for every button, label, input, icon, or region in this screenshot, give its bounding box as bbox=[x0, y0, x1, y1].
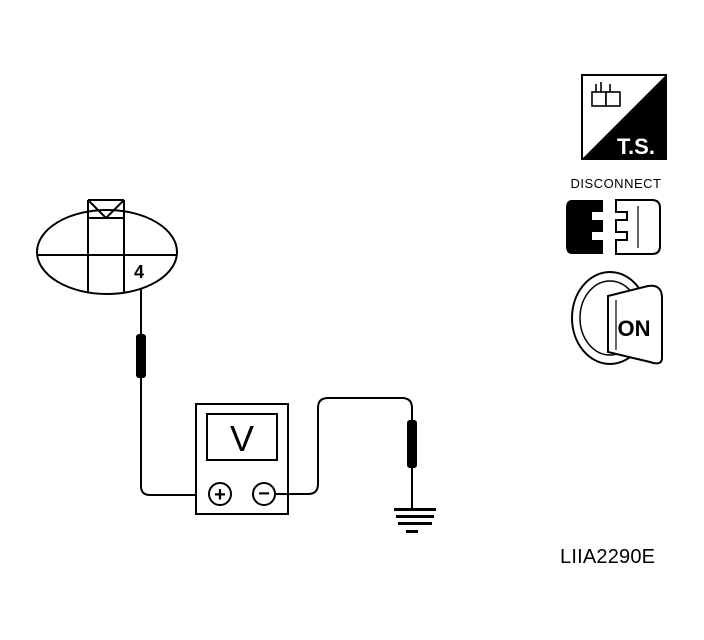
positive-symbol: + bbox=[214, 484, 226, 506]
ignition-on-label: ON bbox=[618, 316, 651, 341]
negative-terminal bbox=[252, 482, 276, 506]
terminal-number-label: 4 bbox=[134, 262, 144, 282]
ignition-key-icon bbox=[571, 271, 663, 365]
positive-probe bbox=[136, 288, 146, 378]
figure-code: LIIA2290E bbox=[560, 546, 656, 568]
harness-connector bbox=[36, 199, 178, 295]
negative-symbol: − bbox=[258, 483, 270, 505]
negative-probe bbox=[407, 420, 417, 510]
negative-lead-wire bbox=[276, 397, 413, 495]
disconnect-label: DISCONNECT bbox=[571, 176, 662, 191]
connector-small-icon bbox=[591, 82, 621, 107]
voltmeter-display: V bbox=[230, 418, 254, 459]
positive-terminal bbox=[208, 482, 232, 506]
voltmeter bbox=[195, 403, 289, 515]
ts-label: T.S. bbox=[617, 134, 655, 159]
positive-lead-wire bbox=[140, 378, 208, 496]
ground-symbol bbox=[394, 508, 436, 533]
disconnect-icon bbox=[566, 199, 661, 255]
ts-icon bbox=[581, 74, 667, 160]
